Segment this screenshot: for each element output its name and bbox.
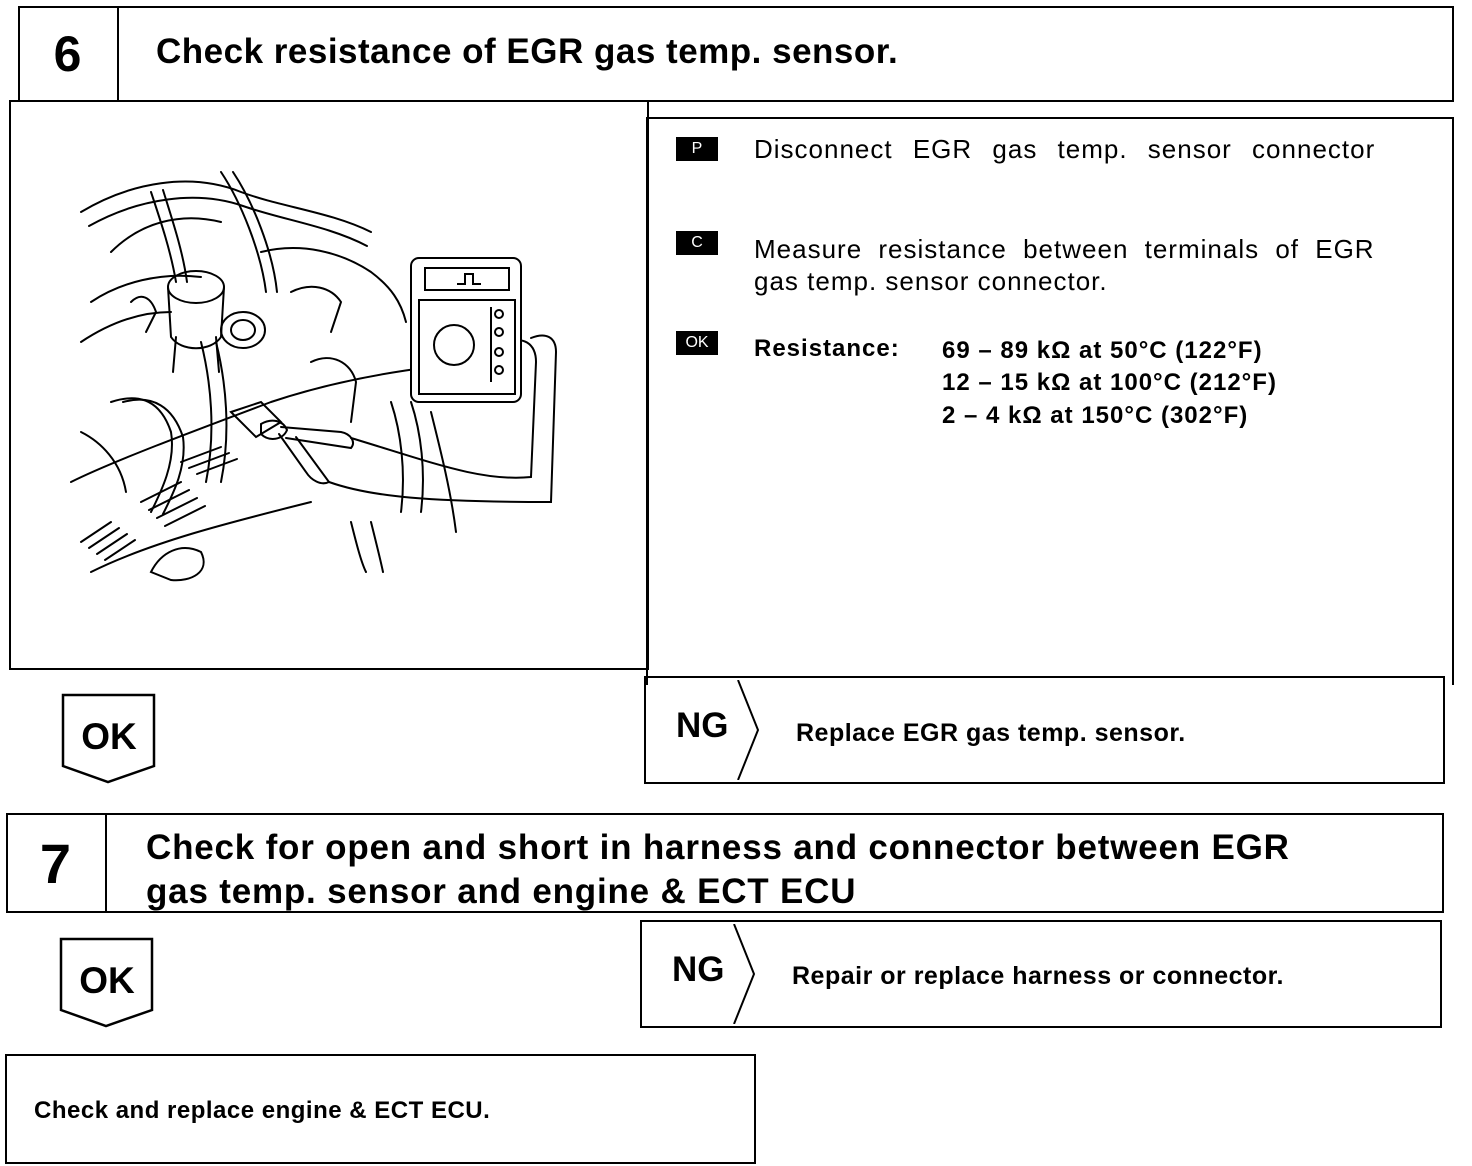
prepare-instruction: Disconnect EGR gas temp. sensor connecto… [754,134,1376,164]
step6-ng-box [644,676,1445,784]
step6-header [18,6,1454,102]
resistance-label: Resistance: [754,335,900,362]
step7-ng-chevron [733,924,756,1024]
step7-header [6,813,1444,913]
step6-instructions-panel: P Disconnect EGR gas temp. sensor connec… [646,117,1454,685]
step6-number: 6 [18,6,119,102]
resistance-value-50c: 69 – 89 kΩ at 50°C (122°F) [942,337,1263,364]
final-action-box [5,1054,756,1164]
step7-ok-arrow [59,937,154,1028]
check-instruction-line2: gas temp. sensor connector. [754,266,1108,296]
step7-title-line2: gas temp. sensor and engine & ECT ECU [146,872,857,911]
check-badge: C [676,231,718,255]
step6-title: Check resistance of EGR gas temp. sensor… [156,32,899,71]
check-instruction-line1: Measure resistance between terminals of … [754,234,1375,264]
step6-ng-label: NG [676,706,729,745]
step7-number: 7 [6,813,107,913]
prepare-badge: P [676,137,718,161]
engine-ohmmeter-drawing [70,171,558,582]
step6-ok-arrow [61,693,156,784]
resistance-value-150c: 2 – 4 kΩ at 150°C (302°F) [942,402,1249,429]
step7-ok-label: OK [79,960,135,1001]
resistance-value-100c: 12 – 15 kΩ at 100°C (212°F) [942,369,1277,396]
step6-ok-label: OK [81,716,137,757]
step7-title-line1: Check for open and short in harness and … [146,828,1290,867]
step7-ng-box [640,920,1442,1028]
step7-ng-action: Repair or replace harness or connector. [792,962,1284,990]
step6-ng-chevron [737,680,760,780]
step7-ng-label: NG [672,950,725,989]
ohmmeter-illustration [9,100,649,670]
ok-badge: OK [676,331,718,355]
step6-ng-action: Replace EGR gas temp. sensor. [796,719,1186,747]
final-action-text: Check and replace engine & ECT ECU. [34,1097,491,1124]
